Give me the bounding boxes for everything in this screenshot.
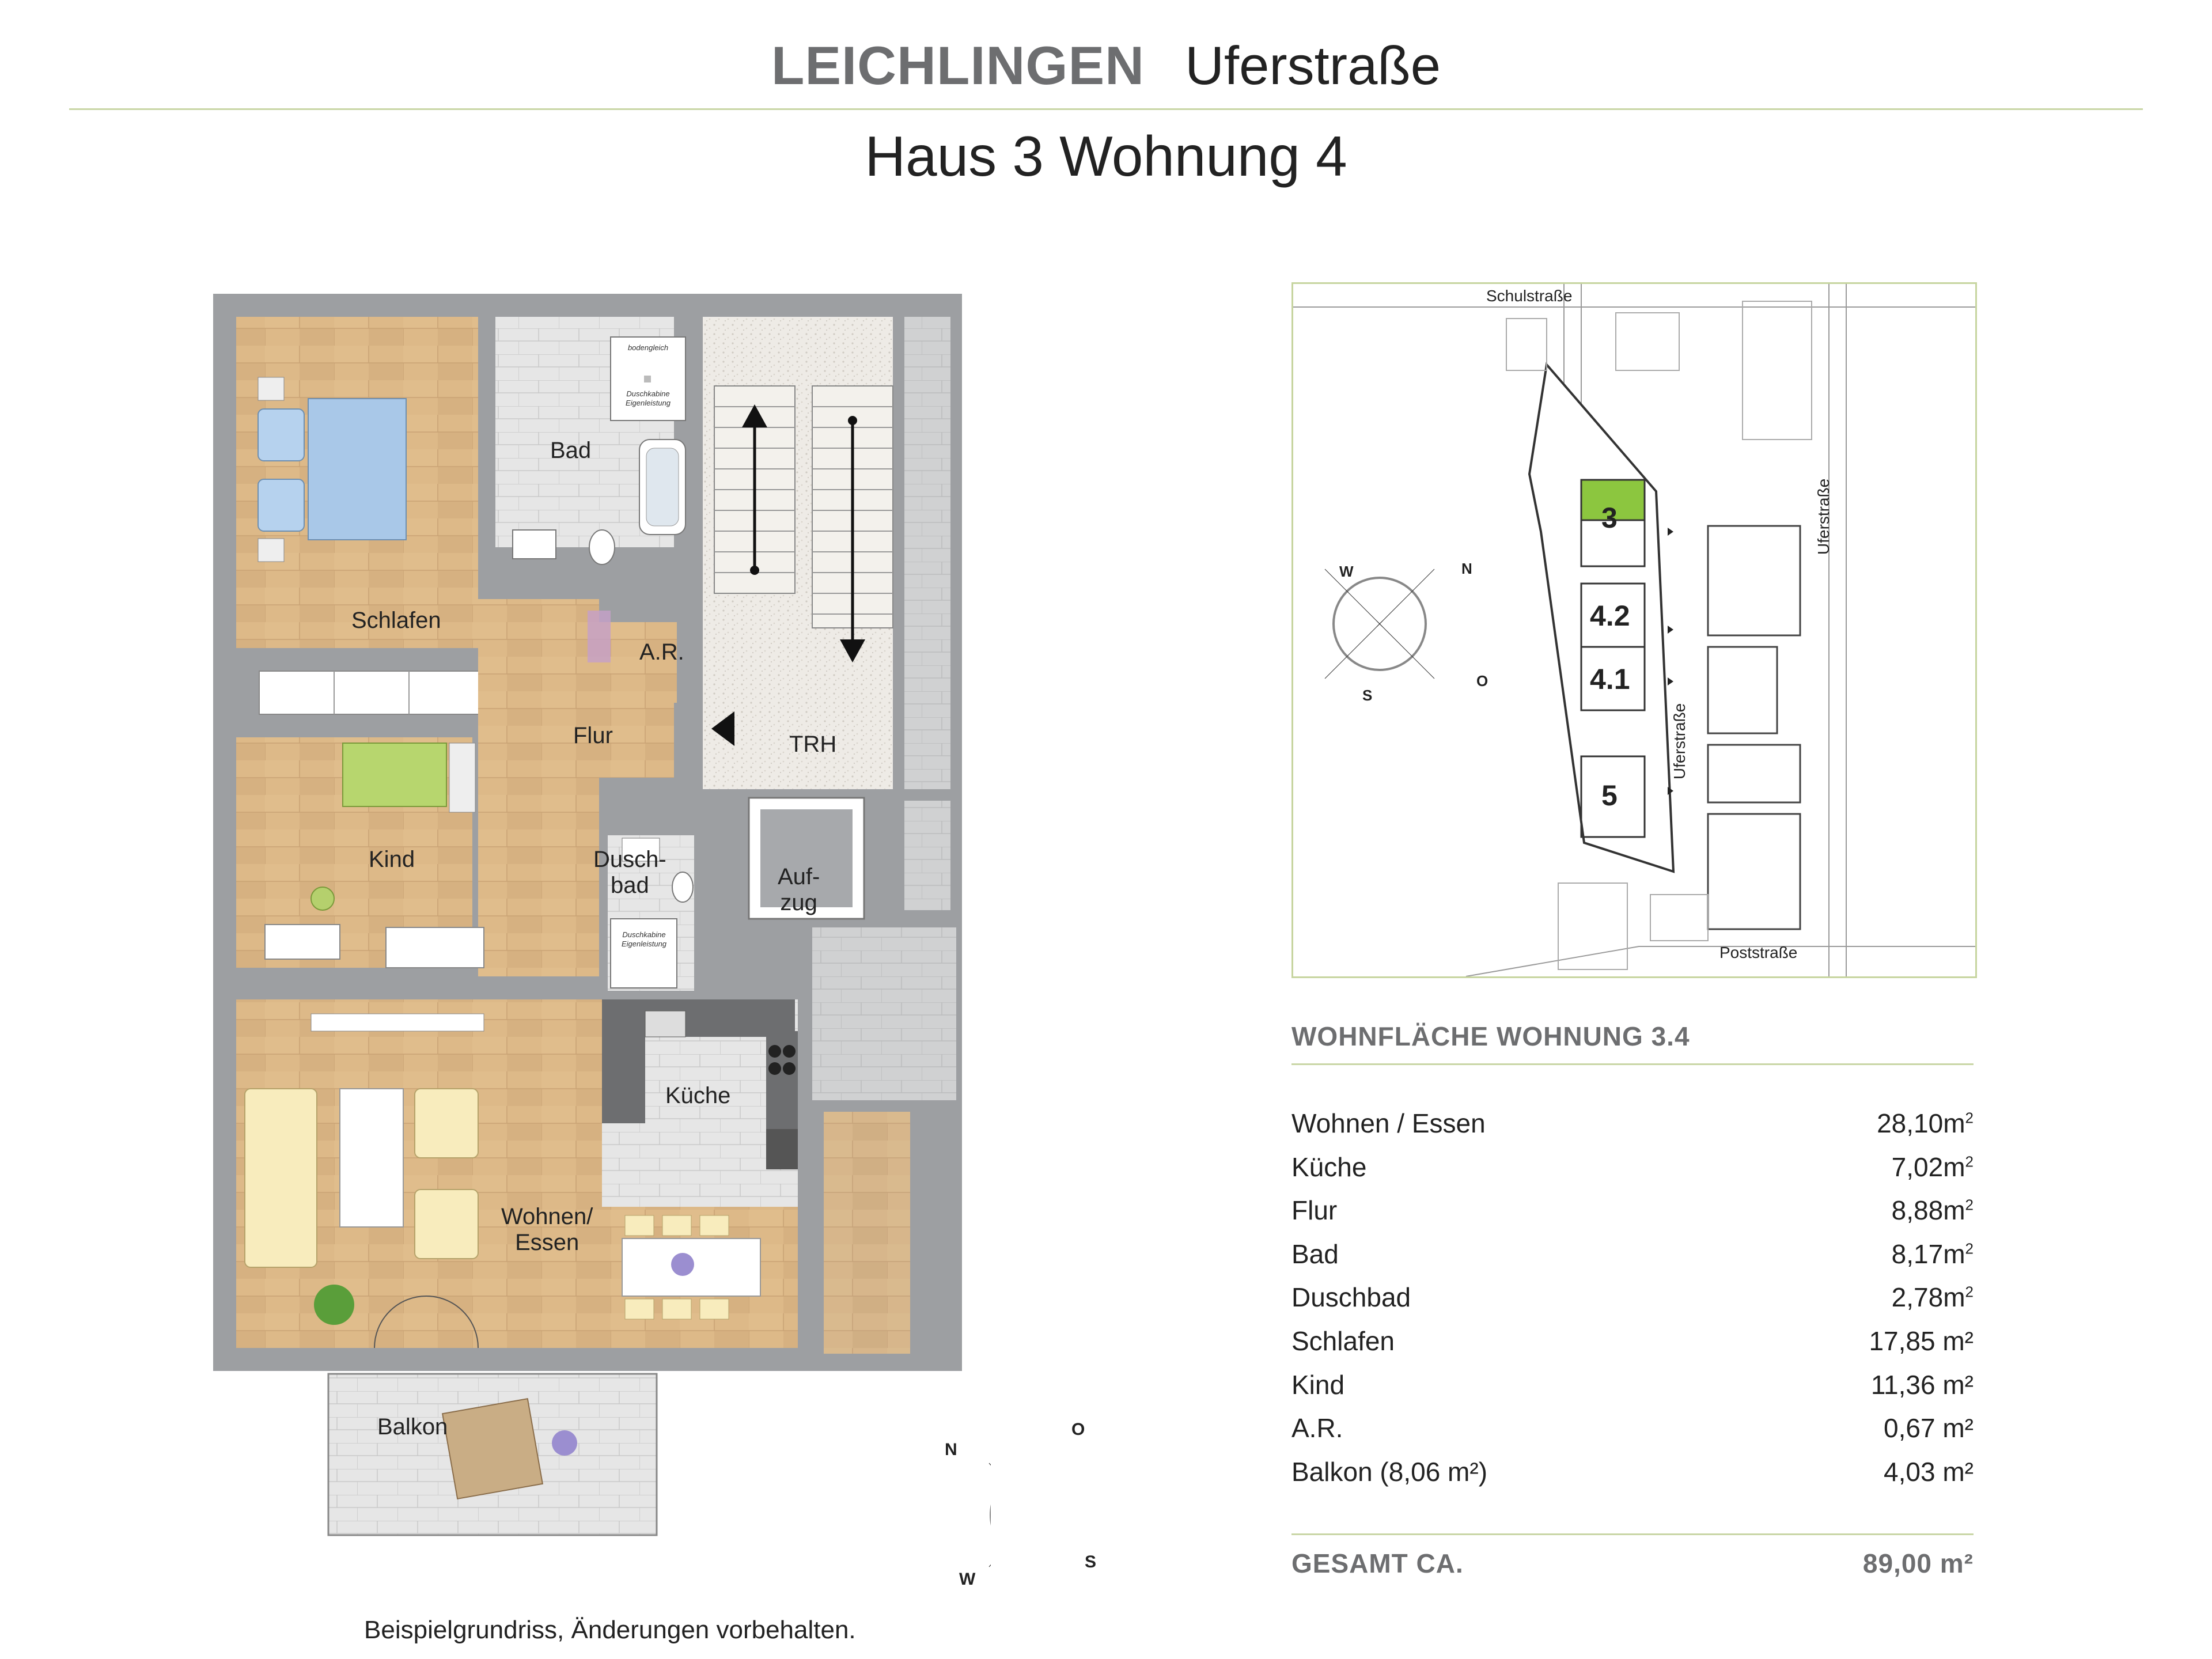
building-label-4-2: 4.2: [1590, 600, 1630, 632]
area-row: Wohnen / Essen 28,10m2: [1291, 1108, 1974, 1152]
label-kueche: Küche: [665, 1083, 731, 1108]
area-total: GESAMT CA. 89,00 m²: [1291, 1533, 1974, 1579]
building-3: [1580, 479, 1646, 567]
area-value: 2,78m2: [1891, 1282, 1974, 1313]
coffee-table: [339, 1088, 404, 1228]
compass-w: W: [959, 1570, 976, 1589]
sofa: [244, 1088, 317, 1268]
entrance-arrow: [711, 711, 734, 746]
compass-n: N: [945, 1440, 957, 1459]
area-summary: WOHNFLÄCHE WOHNUNG 3.4 Wohnen / Essen 28…: [1291, 1021, 1974, 1578]
area-row: Schlafen 17,85 m²: [1291, 1325, 1974, 1369]
apartment-subtitle: Haus 3 Wohnung 4: [865, 124, 1347, 188]
area-list: Wohnen / Essen 28,10m2 Küche 7,02m2 Flur…: [1291, 1108, 1974, 1499]
street-uferstrasse-right: Uferstraße: [1815, 478, 1832, 555]
area-row: A.R. 0,67 m²: [1291, 1412, 1974, 1456]
area-name: Schlafen: [1291, 1325, 1395, 1356]
site-compass-n: N: [1461, 560, 1472, 577]
building-4-1: [1580, 646, 1646, 711]
kid-bed: [342, 743, 447, 807]
label-balkon: Balkon: [377, 1414, 448, 1440]
label-schlafen: Schlafen: [351, 608, 441, 633]
area-row: Küche 7,02m2: [1291, 1152, 1974, 1195]
area-row: Kind 11,36 m²: [1291, 1369, 1974, 1413]
area-name: A.R.: [1291, 1413, 1343, 1444]
area-value: 17,85 m²: [1869, 1325, 1974, 1356]
room-ar: [622, 622, 677, 703]
desk: [264, 924, 340, 960]
site-plan-compass: [1324, 569, 1435, 679]
label-bad: Bad: [550, 438, 592, 463]
street-name: Uferstraße: [1185, 35, 1441, 96]
area-value: 8,88m2: [1891, 1195, 1974, 1226]
street-poststrasse: Poststraße: [1719, 944, 1798, 961]
site-plan: Schulstraße Uferstraße Uferstraße Postst…: [1291, 282, 1977, 978]
area-value: 7,02m2: [1891, 1152, 1974, 1182]
site-compass-w: W: [1339, 563, 1354, 580]
label-kind: Kind: [369, 847, 415, 872]
area-value: 4,03 m²: [1884, 1456, 1974, 1487]
bed: [308, 398, 407, 540]
site-compass-o: O: [1476, 672, 1488, 690]
city-name: LEICHLINGEN: [771, 35, 1145, 96]
floor-plan: Schlafen Bad A.R. Flur TRH Kind Dusch- b…: [196, 276, 1096, 1636]
floor-plan-compass: [988, 1463, 991, 1567]
building-5: [1580, 755, 1646, 838]
shower-cabin-duschbad: [610, 918, 677, 988]
wardrobe: [259, 671, 484, 715]
label-flur: Flur: [573, 723, 613, 748]
area-name: Kind: [1291, 1369, 1345, 1400]
area-value: 11,36 m²: [1870, 1369, 1974, 1400]
building-3-highlight: [1580, 479, 1646, 521]
note-duschkabine-bad: Duschkabine Eigenleistung: [625, 389, 671, 407]
area-value: 0,67 m²: [1884, 1413, 1974, 1444]
site-compass-s: S: [1362, 687, 1373, 704]
header-divider: [69, 108, 2143, 110]
label-wohnen-essen: Wohnen/ Essen: [501, 1204, 593, 1255]
area-name: Flur: [1291, 1195, 1338, 1226]
label-duschbad: Dusch- bad: [593, 847, 666, 898]
area-name: Wohnen / Essen: [1291, 1108, 1486, 1138]
label-aufzug: Auf- zug: [778, 864, 820, 915]
area-row: Balkon (8,06 m²) 4,03 m²: [1291, 1456, 1974, 1500]
area-name: Duschbad: [1291, 1282, 1411, 1313]
compass-s: S: [1085, 1552, 1097, 1571]
area-value: 8,17m2: [1891, 1238, 1974, 1269]
shower-cabin-bad: [610, 336, 686, 421]
area-name: Balkon (8,06 m²): [1291, 1456, 1488, 1487]
footnote: Beispielgrundriss, Änderungen vorbehalte…: [364, 1616, 856, 1644]
building-label-3: 3: [1601, 502, 1618, 534]
building-label-5: 5: [1601, 779, 1618, 812]
note-duschkabine-duschbad: Duschkabine Eigenleistung: [621, 930, 667, 948]
area-title: WOHNFLÄCHE WOHNUNG 3.4: [1291, 1021, 1974, 1065]
toilet-bad: [589, 529, 615, 565]
sink-bad: [512, 529, 556, 559]
total-label: GESAMT CA.: [1291, 1548, 1464, 1578]
area-name: Bad: [1291, 1238, 1339, 1269]
page-title: LEICHLINGEN Uferstraße: [0, 36, 2212, 95]
street-uferstrasse-inner: Uferstraße: [1671, 703, 1688, 779]
site-plan-drawing: [1293, 284, 1975, 976]
note-bodengleich: bodengleich: [627, 343, 669, 352]
street-schulstrasse: Schulstraße: [1486, 287, 1573, 305]
area-name: Küche: [1291, 1152, 1367, 1182]
area-row: Bad 8,17m2: [1291, 1238, 1974, 1282]
compass-o: O: [1071, 1420, 1085, 1439]
area-row: Duschbad 2,78m2: [1291, 1282, 1974, 1325]
building-label-4-1: 4.1: [1590, 663, 1630, 695]
label-ar: A.R.: [639, 639, 684, 665]
label-trh: TRH: [789, 732, 837, 757]
area-row: Flur 8,88m2: [1291, 1195, 1974, 1238]
floor-plan-drawing: [213, 294, 991, 1567]
area-value: 28,10m2: [1877, 1108, 1974, 1138]
total-value: 89,00 m²: [1862, 1548, 1974, 1578]
